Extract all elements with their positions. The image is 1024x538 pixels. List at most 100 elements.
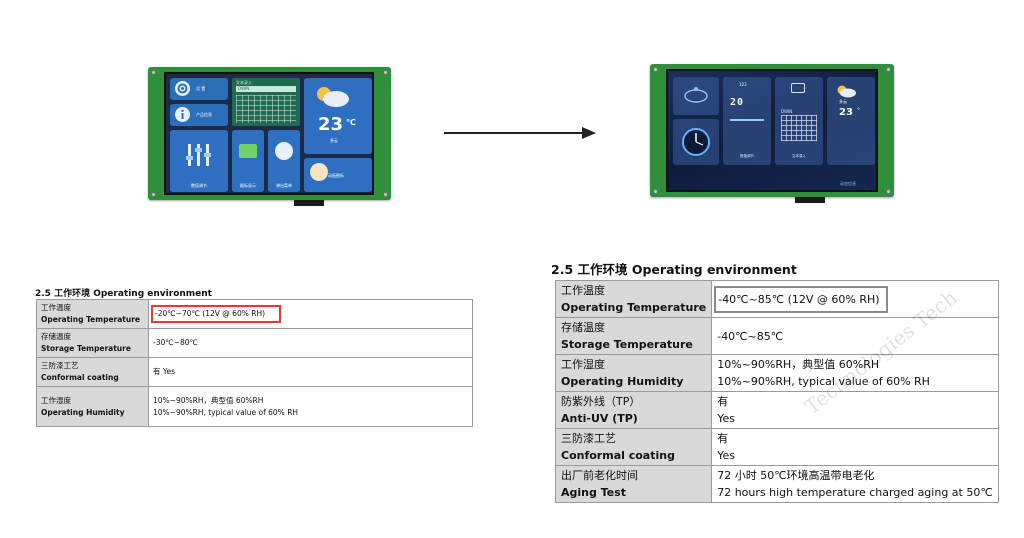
spec-key-zh: 工作湿度 (561, 358, 605, 371)
tile-label: 图标显示 (240, 183, 256, 188)
tile-label: 数值调节 (191, 183, 207, 188)
keyboard-icon (791, 83, 805, 93)
spec-value-text: -40℃~85℃ (12V @ 60% RH) (718, 292, 880, 306)
table-row: 出厂前老化时间 Aging Test 72 小时 50℃环境高温带电老化 72 … (554, 465, 999, 503)
icon-display-tile: 图标显示 (232, 130, 264, 192)
spec-key-en: Storage Temperature (561, 338, 693, 351)
spec-key: 存储温度 Storage Temperature (36, 328, 149, 358)
table-row: 三防漆工艺 Conformal coating 有 Yes (554, 428, 999, 466)
spec-key-zh: 工作湿度 (41, 395, 71, 405)
spec-value-en: Yes (717, 449, 735, 462)
keyboard-value: DWIN (781, 109, 793, 114)
spec-value-zh: 72 小时 50℃环境高温带电老化 (717, 469, 875, 482)
spec-value: -40℃~85℃ (12V @ 60% RH) (711, 280, 999, 318)
mount-hole (383, 70, 388, 75)
spec-key-zh: 防紫外线（TP） (561, 395, 641, 408)
cloud-network-icon (683, 85, 709, 107)
weather-condition: 多云 (330, 138, 338, 143)
popup-menu-tile: 弹出菜单 (268, 130, 300, 192)
gear-icon (175, 81, 190, 96)
spec-key-zh: 工作温度 (41, 303, 71, 312)
weather-unit: ℃ (346, 118, 356, 127)
weather-card: 23 ° 多云 (827, 77, 875, 165)
mount-hole (653, 189, 658, 194)
spec-key: 工作湿度 Operating Humidity (36, 386, 149, 427)
value-adjust-tile: 数值调节 (170, 130, 228, 192)
product-info-tile: 产品信息 (170, 104, 228, 126)
spec-value: -30℃~80℃ (148, 328, 473, 358)
spec-key: 防紫外线（TP） Anti-UV (TP) (554, 391, 713, 429)
spec-value-en: Yes (717, 412, 735, 425)
mount-hole (151, 70, 156, 75)
table-row: 工作温度 Operating Temperature -20℃~70℃ (12V… (36, 299, 473, 329)
animation-icon (310, 163, 328, 181)
table-row: 存储温度 Storage Temperature -30℃~80℃ (36, 328, 473, 358)
spec-key-en: Conformal coating (561, 449, 675, 462)
spec-key-en: Anti-UV (TP) (561, 412, 638, 425)
spec-key: 存储温度 Storage Temperature (554, 317, 713, 355)
weather-app-card (673, 77, 719, 115)
mount-hole (886, 67, 891, 72)
spec-value-zh: 有 (717, 432, 729, 445)
tile-number: 123 (739, 82, 747, 87)
spec-key: 三防漆工艺 Conformal coating (36, 357, 149, 387)
weather-unit: ° (857, 107, 860, 114)
spec-key: 工作温度 Operating Temperature (36, 299, 149, 329)
old-spec-table: 工作温度 Operating Temperature -20℃~70℃ (12V… (36, 299, 473, 427)
spec-key-en: Operating Temperature (561, 301, 707, 314)
spec-key-zh: 三防漆工艺 (41, 361, 79, 370)
spec-key-en: Conformal coating (41, 373, 119, 382)
new-spec-table: 工作温度 Operating Temperature -40℃~85℃ (12V… (554, 280, 999, 503)
spec-key: 工作温度 Operating Temperature (554, 280, 713, 318)
table-row: 三防漆工艺 Conformal coating 有 Yes (36, 357, 473, 387)
new-display-screen: 123 20 数值调节 DWIN 文本录入 23 ° 多云 动态信息 (666, 69, 878, 192)
spec-key-en: Operating Humidity (561, 375, 684, 388)
weather-cloud-icon (835, 83, 857, 102)
spec-key-en: Operating Temperature (41, 315, 141, 324)
spec-key-en: Storage Temperature (41, 344, 131, 353)
tile-label: 设 置 (196, 86, 206, 91)
menu-icon (275, 142, 293, 160)
spec-value: 有 Yes (711, 391, 999, 429)
spec-key: 出厂前老化时间 Aging Test (554, 465, 713, 503)
card-label: 数值调节 (740, 154, 754, 158)
fpc-connector (795, 197, 825, 203)
spec-value: -40℃~85℃ (711, 317, 999, 355)
keyboard-input: DWIN (236, 86, 296, 92)
spec-value: 10%~90%RH，典型值 60%RH 10%~90%RH, typical v… (148, 386, 473, 427)
slider-track (730, 119, 764, 121)
clock-card (673, 119, 719, 165)
spec-key: 工作湿度 Operating Humidity (554, 354, 713, 392)
spec-value: 72 小时 50℃环境高温带电老化 72 hours high temperat… (711, 465, 999, 503)
tile-label: 动画图标 (328, 173, 344, 178)
value-adjust-card: 123 20 数值调节 (723, 77, 771, 165)
info-icon (175, 107, 190, 122)
spec-key-zh: 存储温度 (561, 321, 605, 334)
spec-value-zh: 有 (717, 395, 729, 408)
weather-temperature: 23 (839, 107, 853, 118)
spec-value-en: 10%~90%RH, typical value of 60% RH (153, 407, 299, 417)
animation-icon-tile: 动画图标 (304, 158, 372, 192)
spec-value: -20℃~70℃ (12V @ 60% RH) (148, 299, 473, 329)
mount-hole (653, 67, 658, 72)
spec-value-text: -20℃~70℃ (12V @ 60% RH) (155, 309, 266, 318)
spec-value-zh: 10%~90%RH，典型值 60%RH (717, 358, 880, 371)
spec-key-zh: 存储温度 (41, 332, 71, 341)
digit-display: 20 (730, 97, 745, 108)
highlight-box: -40℃~85℃ (12V @ 60% RH) (714, 285, 888, 313)
spec-key-zh: 出厂前老化时间 (561, 469, 638, 482)
image-icon (239, 144, 257, 158)
table-row: 存储温度 Storage Temperature -40℃~85℃ (554, 317, 999, 355)
table-row: 工作湿度 Operating Humidity 10%~90%RH，典型值 60… (36, 386, 473, 427)
text-input-keyboard: 文本录入 DWIN (232, 78, 300, 126)
spec-key-zh: 三防漆工艺 (561, 432, 616, 445)
spec-value: 有 Yes (148, 357, 473, 387)
old-display-module: 设 置 产品信息 文本录入 DWIN 23 ℃ (148, 67, 391, 206)
mount-hole (886, 189, 891, 194)
new-spec-title: 2.5 工作环境 Operating environment (551, 262, 797, 277)
old-display-screen: 设 置 产品信息 文本录入 DWIN 23 ℃ (164, 72, 374, 195)
spec-key: 三防漆工艺 Conformal coating (554, 428, 713, 466)
spec-key-en: Aging Test (561, 486, 627, 499)
card-label: 文本录入 (792, 154, 806, 158)
